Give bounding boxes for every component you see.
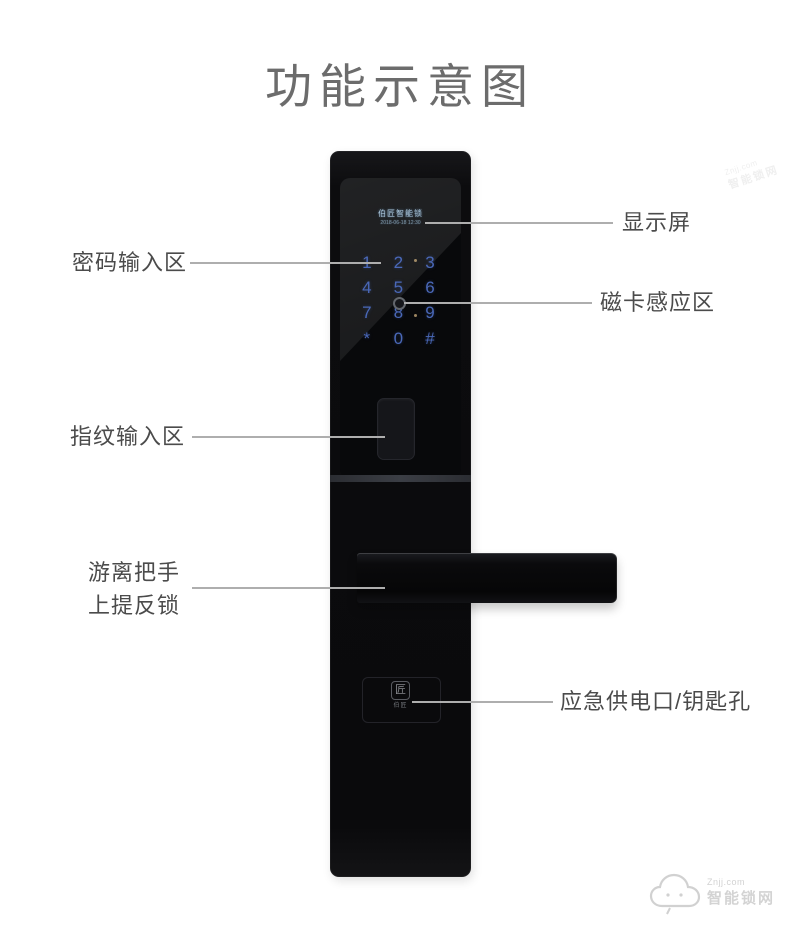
keypad-key-2: 2 xyxy=(393,252,404,272)
label-card-sensor: 磁卡感应区 xyxy=(600,290,716,315)
site-watermark: Znjj.com 智能锁网 xyxy=(648,868,775,916)
watermark-url: Znjj.com xyxy=(707,876,746,887)
brand-logo-icon: 匠 xyxy=(391,681,410,700)
label-display-screen: 显示屏 xyxy=(622,210,692,235)
smart-lock-body: 伯匠智能锁 2018-06-18 12:30 1 2 3 4 5 6 7 8 9… xyxy=(330,151,471,877)
leader-line-fingerprint xyxy=(192,436,385,438)
keypad-key-9: 9 xyxy=(425,303,435,323)
label-emergency-port: 应急供电口/钥匙孔 xyxy=(560,689,752,714)
label-fingerprint-area: 指纹输入区 xyxy=(70,424,186,449)
corner-watermark: Znjj.com 智能锁网 xyxy=(723,153,780,193)
leader-line-handle xyxy=(192,587,385,589)
keypad-key-hash: # xyxy=(425,328,435,348)
leader-line-display xyxy=(425,222,613,224)
page-title: 功能示意图 xyxy=(265,60,535,113)
leader-line-password xyxy=(190,262,381,264)
display-status-text: 2018-06-18 12:30 xyxy=(380,220,421,226)
lock-glass-panel: 伯匠智能锁 2018-06-18 12:30 1 2 3 4 5 6 7 8 9… xyxy=(340,178,461,479)
indicator-dot xyxy=(414,259,417,262)
watermark-name: 智能锁网 xyxy=(707,889,776,907)
indicator-dot xyxy=(414,314,417,317)
display-brand-text: 伯匠智能锁 xyxy=(378,209,423,218)
leader-line-card xyxy=(404,302,592,304)
keypad-key-5: 5 xyxy=(393,277,404,297)
keypad-key-6: 6 xyxy=(425,277,435,297)
keypad-key-star: * xyxy=(363,328,371,348)
keypad-key-4: 4 xyxy=(362,277,372,297)
keypad-key-3: 3 xyxy=(425,252,435,272)
brand-logo-caption: 伯匠 xyxy=(393,703,408,709)
fingerprint-reader xyxy=(377,398,415,460)
label-password-area: 密码输入区 xyxy=(72,250,188,275)
label-handle: 游离把手 上提反锁 xyxy=(88,556,180,622)
keypad-key-8: 8 xyxy=(393,303,404,323)
lock-display: 伯匠智能锁 2018-06-18 12:30 xyxy=(340,208,461,226)
label-handle-line1: 游离把手 xyxy=(88,560,181,585)
lock-handle xyxy=(357,553,617,603)
keypad-key-7: 7 xyxy=(362,303,372,323)
emergency-port-panel xyxy=(362,677,441,723)
lock-divider-strip xyxy=(330,475,471,482)
cloud-icon xyxy=(649,873,701,915)
leader-line-emergency xyxy=(412,701,553,703)
label-handle-line2: 上提反锁 xyxy=(88,593,181,618)
keypad-key-0: 0 xyxy=(393,328,404,348)
